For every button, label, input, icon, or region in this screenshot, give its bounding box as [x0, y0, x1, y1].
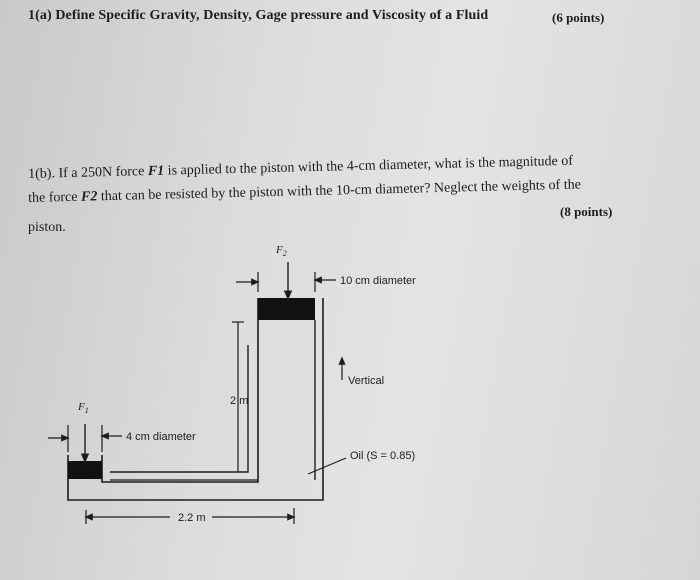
- container-inner-wall: [110, 345, 249, 473]
- small-piston: [68, 461, 102, 479]
- d10-label: 10 cm diameter: [340, 275, 416, 287]
- vertical-label: Vertical: [348, 375, 384, 387]
- f2-label: F2: [275, 244, 287, 258]
- height-label: 2 m: [230, 395, 248, 407]
- question-1b-points: (8 points): [560, 204, 613, 219]
- d4-label: 4 cm diameter: [126, 431, 196, 443]
- container-outer-wall: [67, 298, 324, 501]
- width-label: 2.2 m: [178, 512, 206, 524]
- large-piston: [258, 298, 315, 320]
- question-1b-line-3: piston.: [28, 220, 66, 235]
- question-1a-text: 1(a) Define Specific Gravity, Density, G…: [28, 8, 489, 23]
- oil-leader-line: [307, 457, 347, 475]
- f1-label: F1: [77, 401, 89, 415]
- question-1a-points: (6 points): [552, 10, 605, 25]
- oil-label: Oil (S = 0.85): [350, 450, 415, 462]
